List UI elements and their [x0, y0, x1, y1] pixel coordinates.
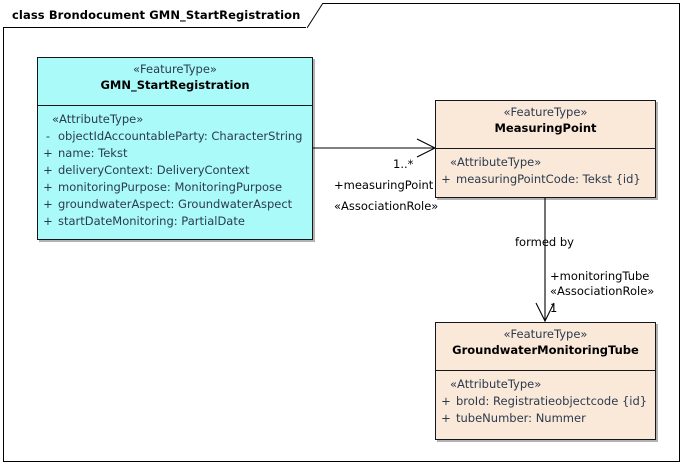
- attribute-text: startDateMonitoring: PartialDate: [58, 214, 245, 228]
- frame-title-label: class Brondocument GMN_StartRegistration: [12, 8, 301, 22]
- attribute-row: - objectIdAccountableParty: CharacterStr…: [38, 128, 308, 145]
- association-stereotype-monitoringtube: «AssociationRole»: [550, 284, 655, 298]
- attribute-visibility: +: [441, 172, 451, 186]
- association-name-formed-by: formed by: [515, 235, 574, 249]
- attribute-visibility: -: [45, 129, 51, 143]
- class-box-groundwatermonitoringtube[interactable]: «FeatureType» GroundwaterMonitoringTube …: [435, 322, 656, 440]
- association-multiplicity-measuringpoint: 1..*: [393, 157, 414, 171]
- frame-title-tab-corner: [307, 3, 323, 28]
- attribute-visibility: +: [43, 197, 53, 211]
- class-box-measuringpoint[interactable]: «FeatureType» MeasuringPoint «AttributeT…: [435, 100, 656, 198]
- class-name: MeasuringPoint: [494, 121, 597, 135]
- class-header-measuringpoint: «FeatureType» MeasuringPoint: [436, 101, 655, 149]
- frame-title-tab: class Brondocument GMN_StartRegistration: [3, 3, 323, 28]
- attribute-text: monitoringPurpose: MonitoringPurpose: [58, 180, 283, 194]
- attribute-visibility: +: [441, 411, 451, 425]
- class-header-gmn-startregistration: «FeatureType» GMN_StartRegistration: [38, 58, 312, 106]
- class-attributes-compartment: «AttributeType» + measuringPointCode: Te…: [436, 149, 655, 193]
- attribute-text: broId: Registratieobjectcode {id}: [456, 394, 648, 408]
- compartment-stereotype: «AttributeType»: [450, 155, 542, 169]
- attribute-row: + startDateMonitoring: PartialDate: [38, 213, 308, 230]
- compartment-stereotype: «AttributeType»: [52, 112, 144, 126]
- class-stereotype: «FeatureType»: [503, 327, 588, 341]
- class-name: GroundwaterMonitoringTube: [452, 343, 639, 357]
- association-multiplicity-monitoringtube: 1: [550, 301, 558, 315]
- attribute-text: name: Tekst: [58, 146, 128, 160]
- attribute-visibility: +: [441, 394, 451, 408]
- attribute-visibility: +: [43, 146, 53, 160]
- class-stereotype: «FeatureType»: [503, 105, 588, 119]
- attribute-row: + name: Tekst: [38, 145, 308, 162]
- association-role-measuringpoint: +measuringPoint: [334, 178, 434, 192]
- attribute-row: + deliveryContext: DeliveryContext: [38, 162, 308, 179]
- association-stereotype-measuringpoint: «AssociationRole»: [334, 199, 439, 213]
- class-attributes-compartment: «AttributeType» + broId: Registratieobje…: [436, 371, 655, 432]
- attribute-text: tubeNumber: Nummer: [456, 411, 586, 425]
- attribute-text: groundwaterAspect: GroundwaterAspect: [58, 197, 293, 211]
- class-attributes-compartment: «AttributeType» - objectIdAccountablePar…: [38, 106, 312, 235]
- attribute-visibility: +: [43, 180, 53, 194]
- attribute-text: objectIdAccountableParty: CharacterStrin…: [58, 129, 303, 143]
- class-box-gmn-startregistration[interactable]: «FeatureType» GMN_StartRegistration «Att…: [37, 57, 313, 240]
- attribute-text: measuringPointCode: Tekst {id}: [456, 172, 641, 186]
- attribute-row: + measuringPointCode: Tekst {id}: [436, 171, 651, 188]
- class-stereotype: «FeatureType»: [133, 62, 217, 76]
- attribute-visibility: +: [43, 163, 53, 177]
- compartment-stereotype: «AttributeType»: [450, 377, 542, 391]
- attribute-text: deliveryContext: DeliveryContext: [58, 163, 250, 177]
- attribute-row: + broId: Registratieobjectcode {id}: [436, 393, 651, 410]
- frame-title-tab-body: class Brondocument GMN_StartRegistration: [3, 3, 307, 28]
- class-name: GMN_StartRegistration: [100, 78, 250, 92]
- attribute-row: + groundwaterAspect: GroundwaterAspect: [38, 196, 308, 213]
- attribute-visibility: +: [43, 214, 53, 228]
- attribute-row: + monitoringPurpose: MonitoringPurpose: [38, 179, 308, 196]
- class-header-groundwatermonitoringtube: «FeatureType» GroundwaterMonitoringTube: [436, 323, 655, 371]
- attribute-row: + tubeNumber: Nummer: [436, 410, 651, 427]
- association-role-monitoringtube: +monitoringTube: [550, 269, 650, 283]
